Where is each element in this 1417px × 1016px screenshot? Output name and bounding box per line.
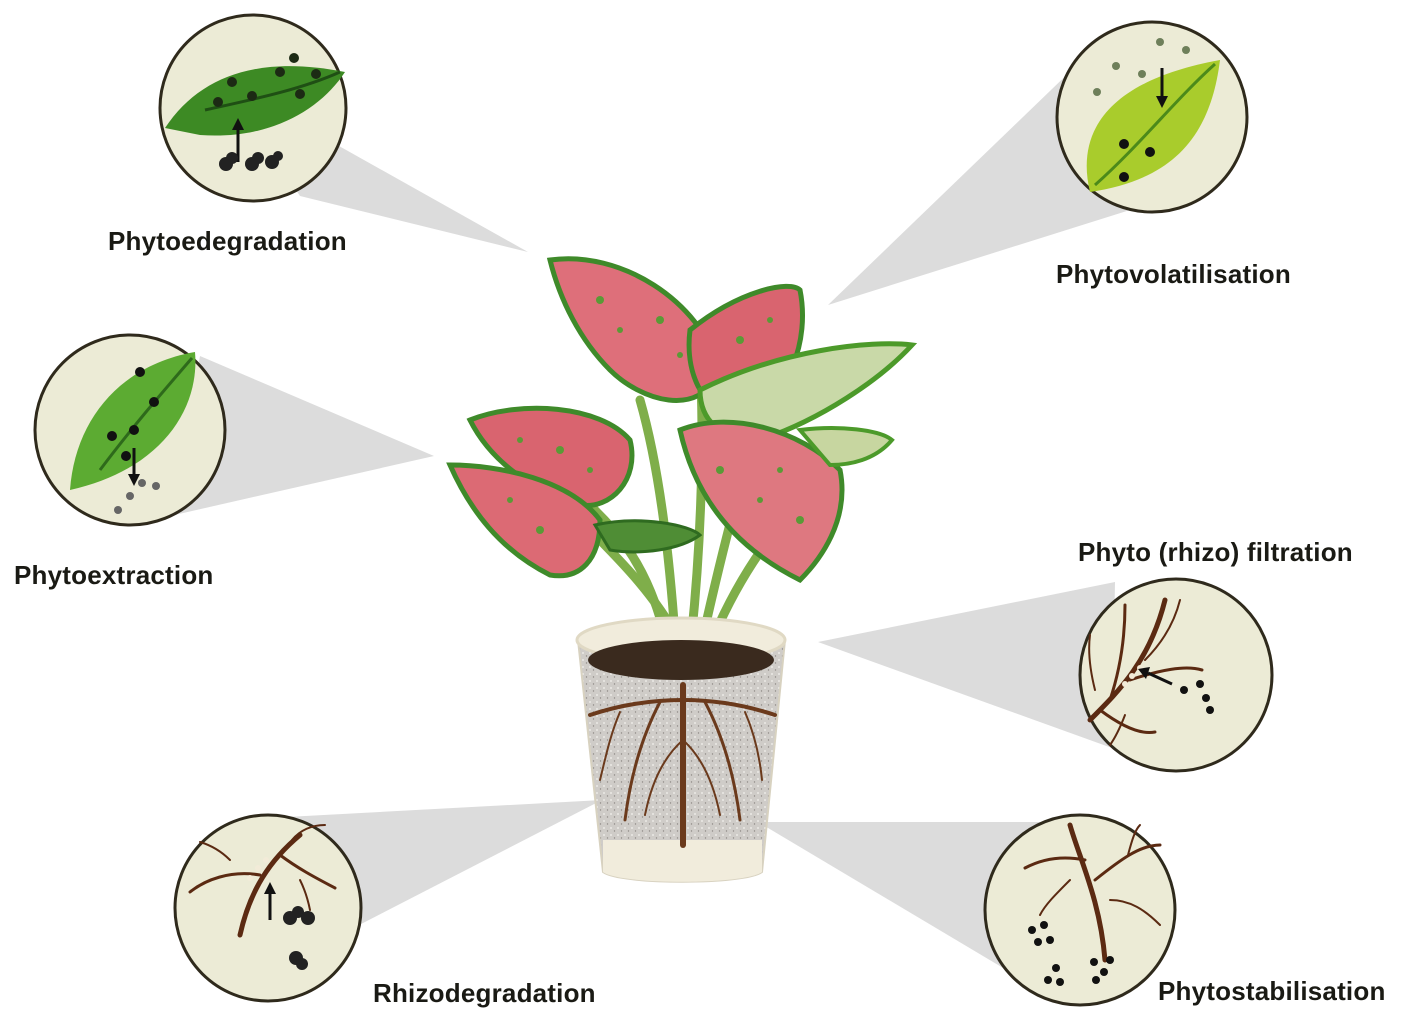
root-degradation-icon [173,813,363,1003]
root-filtration-icon [1078,577,1274,773]
pot-soil [588,640,774,680]
callout-phytovolatilisation [828,62,1130,305]
label-rhizodegradation: Rhizodegradation [373,978,596,1008]
label-phytovolatilisation: Phytovolatilisation [1056,259,1291,289]
callout-phytoextraction [170,356,434,516]
callout-rhizofiltration [818,582,1115,748]
label-phytostabilisation: Phytostabilisation [1158,976,1386,1006]
plant-leaves [446,256,918,584]
label-phytoedegradation: Phytoedegradation [108,226,347,256]
leaf-speckles [507,296,804,534]
potted-plant-image [446,256,918,883]
callout-phytostabilisation [758,822,1045,990]
label-phytoextraction: Phytoextraction [14,560,214,590]
root-stabilisation-icon [983,813,1177,1007]
leaf-extraction-icon [33,333,227,527]
leaf-volatilisation-icon [1055,20,1249,214]
label-rhizofiltration: Phyto (rhizo) filtration [1078,537,1353,567]
leaf-uptake-icon [158,13,348,203]
pot-roots [588,682,777,848]
